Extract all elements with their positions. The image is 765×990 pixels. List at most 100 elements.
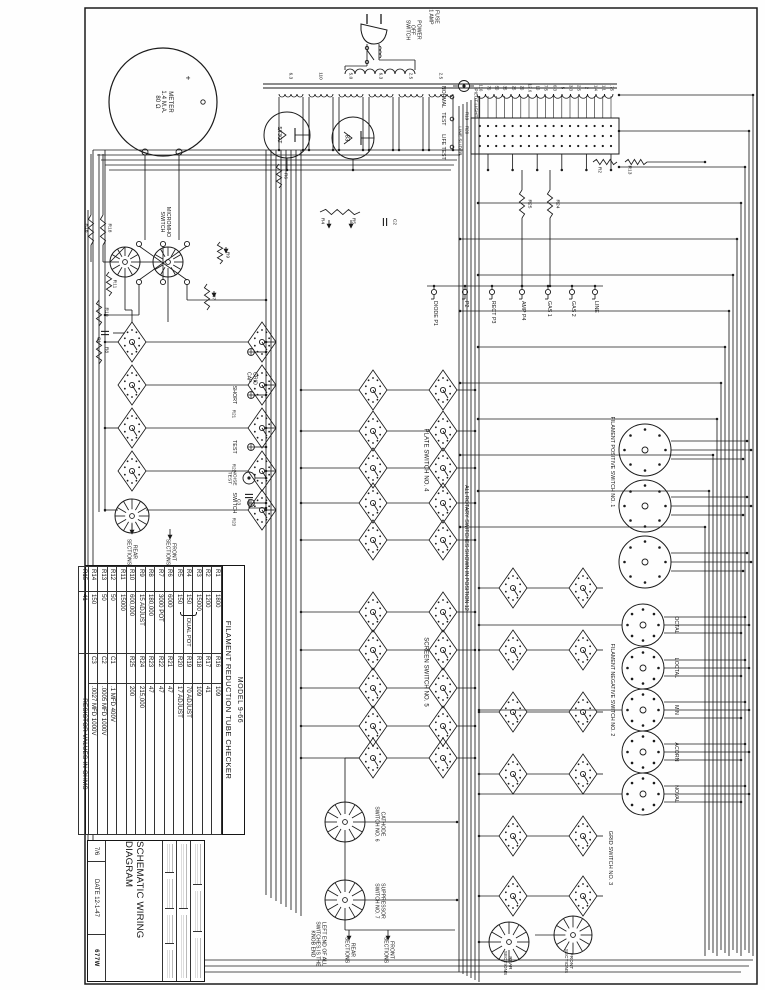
micromho-label: MICROMHO SWITCH [159,206,171,238]
socket-0-label: OCTAL [672,616,679,634]
c1-label: C1 [95,336,101,344]
fil-tap-4-label: 2.5 [576,84,582,92]
table-title: FILAMENT REDUCTION TUBE CHECKER [222,566,234,834]
switch-banks [103,321,603,963]
table-cell: 215,000 [136,683,146,835]
jack-3-label: AMP P4 [519,301,526,321]
table-cell: R2 [202,566,212,592]
front2-label: FRONT SECTIONS [383,936,395,964]
jack-4-label: RECT P3 [489,301,496,324]
title-block-date: DATE 12-1-47 [88,862,105,935]
component-value-table: MODEL 9-66 FILAMENT REDUCTION TUBE CHECK… [79,565,245,835]
r19-label: R19 [464,111,470,121]
r10-label: R10 [103,307,109,317]
socket-3-label: ACORN [672,742,679,762]
cathode-label: CATHODE SWITCH NO. 6 [374,806,386,842]
title-block: SCHEMATIC WIRING DIAGRAM 7/6 DATE 12-1-4… [87,840,205,982]
fil-tap-9-label: 10 [535,85,541,91]
socket-2-label: MIN [672,705,679,715]
table-cell: C3 [88,653,98,684]
table-cell: 109 [212,683,222,835]
r25-label: R25 [526,199,532,209]
table-cell [117,683,127,835]
r16-label: R16 [83,223,89,233]
fil-tap-1-label: 1.1 [601,84,607,92]
fil-tap-16-label: 110 [478,84,484,92]
table-cell: R7 [155,566,165,592]
c3-label: C3 [235,498,241,506]
fil_neg-label: FILAMENT NEGATIVE SWITCH NO. 2 [608,643,615,737]
fil-tap-5-label: 3.3 [568,84,574,92]
r24-label: R24 [554,199,560,209]
bracket-shape [180,612,197,616]
winding-tap-2-label: 6.3 [378,72,384,80]
r9-label: R9 [224,251,230,259]
tube-83-label: 83 [343,134,350,142]
table-cell: R18 [193,653,203,684]
test_jack-label: TEST [230,440,237,454]
fil-tap-0-label: .75 [609,84,615,92]
table-cell: R19 [183,653,193,684]
table-cell: R21 [164,653,174,684]
fil-tap-15-label: 70 [486,85,492,91]
table-cell: R24 [136,653,146,684]
r2-label: R2 [596,166,602,174]
fil-tap-2-label: 1.4 [592,84,598,92]
table-cell: 15000 [117,591,127,654]
fil-tap-14-label: 50 [494,85,500,91]
life-label: LIFE TEST [439,134,446,160]
grid_sw-label: GRID SWITCH NO. 3 [607,830,614,886]
dual-pot-note: DUAL POT [180,612,197,647]
table-cell: C2 [98,653,108,684]
r6-label: R6 [282,172,288,180]
table-cell: R17 [202,653,212,684]
socket-1-label: LOCTAL [672,657,679,679]
table-cell: 70 ADJUST [183,683,193,835]
suppressor-label: SUPPRESSOR SWITCH NO. 7 [374,883,386,919]
function-jacks [427,284,603,300]
table-cell: 180,000 [145,591,155,654]
table-cell: 41 [202,683,212,835]
fil_pos-label: FILAMENT POSITIVE SWITCH NO. 1 [608,416,615,508]
table-cell: R6 [164,566,174,592]
tube-5y3gt-label: 5Y3GT [275,126,282,144]
fil-tap-3-label: 2 [584,86,590,90]
fil-tap-10-label: 12.6 [527,83,533,93]
r13-label: R13 [626,165,632,175]
table-cell: R4 [183,566,193,592]
test-jacks [129,348,391,941]
jack-5-label: P2 [462,301,469,308]
table-cell: 17 ADJUST [174,683,184,835]
front1-label: FRONT SECTIONS [165,538,177,566]
table-cell: 50 [107,591,117,654]
table-cell [117,653,127,684]
fil-tap-6-label: 5 [560,86,566,90]
table-cell: 15 ADJUST [136,591,146,654]
front3-label: FRONT SECTIONS [564,948,575,974]
winding-tap-5-label: 6.3 [288,72,294,80]
table-cell: R11 [117,566,127,592]
table-cell: R1 [212,566,222,592]
fil-tap-12-label: 25 [510,85,516,91]
title-block-fineprint [193,844,202,885]
table-cell: R3 [193,566,203,592]
micromho-switch [87,154,554,365]
table-cell: 47 [145,683,155,835]
table-cell: 3000 POT [155,591,165,654]
table-cell: R13 [98,566,108,592]
table-cell: .1 MFD 400V [107,683,117,835]
r20-label: R20 [464,125,470,135]
fil-tap-8-label: 7.5 [543,84,549,92]
table-cell: R9 [136,566,146,592]
r7-label: R7 [210,293,216,301]
